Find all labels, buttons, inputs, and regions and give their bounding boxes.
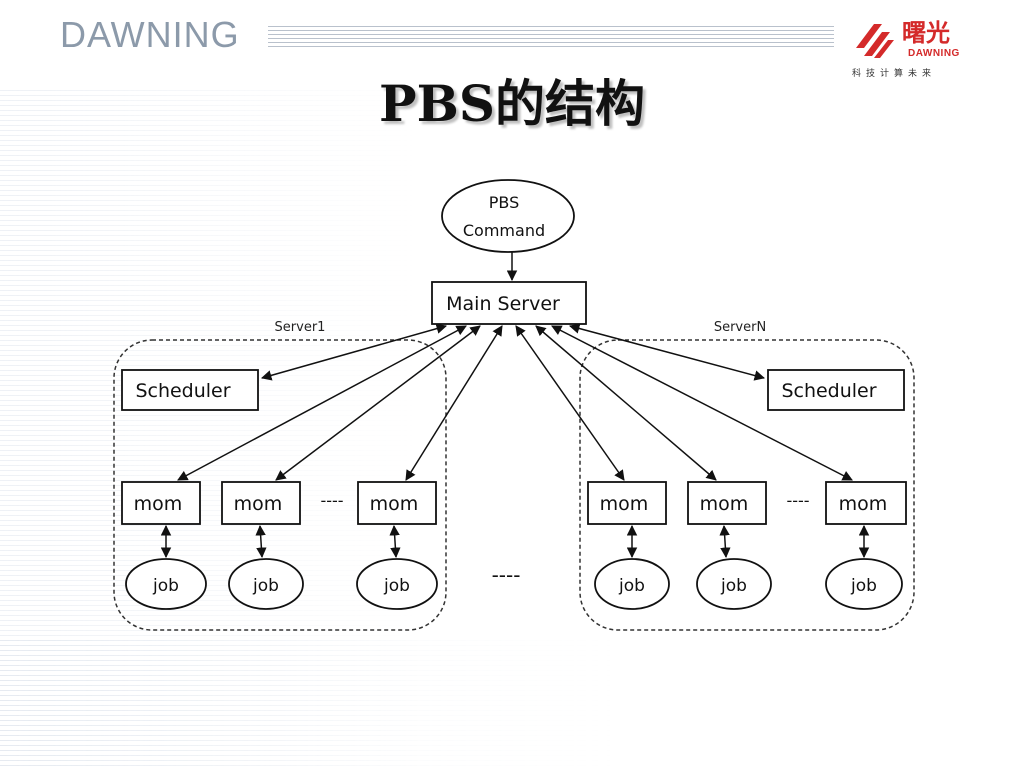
job-label: job	[720, 576, 747, 596]
mom-node: mom	[357, 481, 437, 525]
server1-label: Server1	[275, 320, 326, 335]
mom-label: mom	[370, 493, 419, 515]
mom-node: mom	[221, 481, 301, 525]
job-node: job	[228, 558, 304, 610]
pbs-command-line1: PBS	[489, 193, 520, 212]
main-server-label: Main Server	[446, 293, 560, 315]
job-node: job	[356, 558, 438, 610]
mom-node: mom	[825, 481, 907, 525]
brand-name-en: DAWNING	[908, 48, 960, 59]
job-label: job	[152, 576, 179, 596]
sugon-logo-icon	[856, 24, 894, 58]
mom-label: mom	[700, 493, 749, 515]
brand-slogan: 科技计算未来	[852, 69, 937, 79]
scheduler-left-label: Scheduler	[135, 380, 230, 402]
mom-node: mom	[687, 481, 767, 525]
mom-label: mom	[134, 493, 183, 515]
job-label: job	[618, 576, 645, 596]
job-label: job	[252, 576, 279, 596]
mom-job-arrow	[255, 524, 267, 559]
server-mom-arrow	[535, 325, 717, 481]
mom-job-arrow	[719, 524, 731, 559]
server-mom-arrow	[275, 325, 481, 481]
scheduler-left-node: Scheduler	[121, 369, 259, 411]
scheduler-right-label: Scheduler	[781, 380, 876, 402]
header-rule	[268, 26, 834, 48]
mom-label: mom	[839, 493, 888, 515]
mom-node: mom	[587, 481, 667, 525]
servern-label: ServerN	[714, 320, 766, 335]
pbs-command-line2: Command	[463, 221, 545, 240]
server-mom-arrow	[405, 325, 503, 481]
slide-title: PBS的结构	[379, 74, 645, 133]
server-mom-arrow	[515, 325, 625, 481]
mom-ellipsis-right: ----	[786, 491, 809, 510]
job-node: job	[825, 558, 903, 610]
mom-ellipsis-left: ----	[320, 491, 343, 510]
job-label: job	[383, 576, 410, 596]
scheduler-right-node: Scheduler	[767, 369, 905, 411]
main-server-node: Main Server	[431, 281, 587, 325]
job-node: job	[125, 558, 207, 610]
mom-label: mom	[600, 493, 649, 515]
brand-name-cn: 曙光	[902, 19, 950, 47]
dawning-logo-text: DAWNING	[60, 14, 240, 55]
server-mom-arrow	[551, 325, 853, 481]
job-label: job	[850, 576, 877, 596]
group-ellipsis: ----	[492, 563, 521, 587]
mom-job-arrow	[389, 524, 401, 559]
job-node: job	[696, 558, 772, 610]
mom-label: mom	[234, 493, 283, 515]
mom-node: mom	[121, 481, 201, 525]
background-stripes-bottom	[0, 640, 1024, 768]
pbs-command-node: PBS Command	[441, 179, 575, 253]
brand-logo: 曙光 DAWNING 科技计算未来	[852, 18, 972, 82]
job-node: job	[594, 558, 670, 610]
